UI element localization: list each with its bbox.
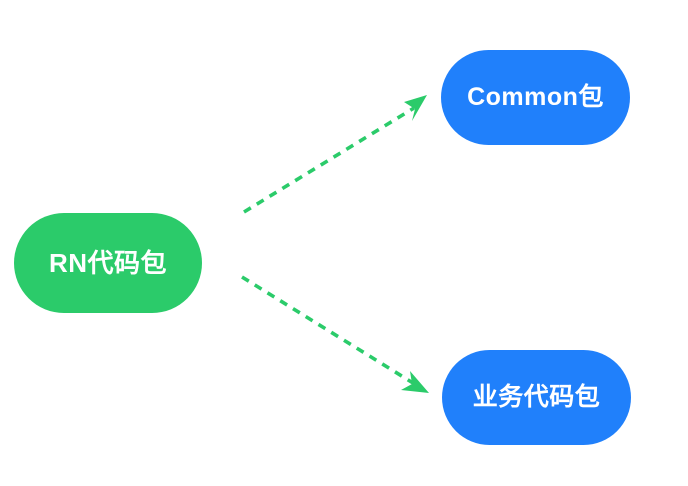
edge-rn-to-business-arrowhead [401,371,429,393]
edge-rn-to-business [241,275,429,393]
node-rn-package-label: RN代码包 [48,248,168,278]
node-common-package-label: Common包 [467,83,604,111]
edge-rn-to-business-line [241,275,414,385]
edge-rn-to-common-arrowhead [404,95,427,121]
node-business-package[interactable]: 业务代码包 [442,350,631,445]
node-rn-package[interactable]: RN代码包 [14,213,202,313]
node-common-package[interactable]: Common包 [441,50,630,145]
edge-rn-to-common [243,95,427,214]
edge-rn-to-common-line [243,106,415,214]
node-business-package-label: 业务代码包 [472,383,601,411]
